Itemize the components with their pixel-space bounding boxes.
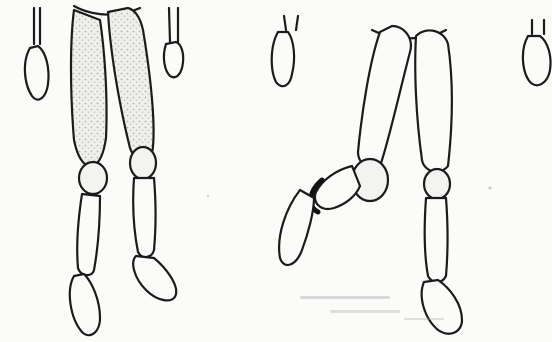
bent-foot bbox=[279, 190, 314, 265]
left-hand bbox=[25, 8, 49, 100]
right-thigh bbox=[108, 8, 154, 159]
bent-shin bbox=[315, 166, 360, 209]
straight-shin bbox=[425, 198, 448, 282]
straight-knee bbox=[424, 169, 450, 199]
left-foot bbox=[70, 274, 100, 335]
left-knee bbox=[79, 162, 107, 194]
middle-hand bbox=[272, 16, 298, 86]
standing-figure bbox=[25, 6, 183, 335]
straight-leg bbox=[415, 30, 462, 333]
left-leg bbox=[70, 10, 107, 335]
right-hand bbox=[164, 8, 183, 77]
right-foot bbox=[133, 256, 176, 300]
far-right-hand bbox=[523, 20, 551, 85]
left-shin bbox=[77, 194, 100, 275]
straight-foot bbox=[422, 280, 462, 334]
bent-leg bbox=[279, 26, 411, 265]
right-knee bbox=[130, 147, 156, 179]
straight-thigh bbox=[415, 30, 452, 171]
left-thigh bbox=[71, 10, 107, 166]
bent-thigh bbox=[358, 26, 411, 168]
right-shin bbox=[133, 178, 155, 257]
kneeling-figure bbox=[279, 26, 462, 334]
